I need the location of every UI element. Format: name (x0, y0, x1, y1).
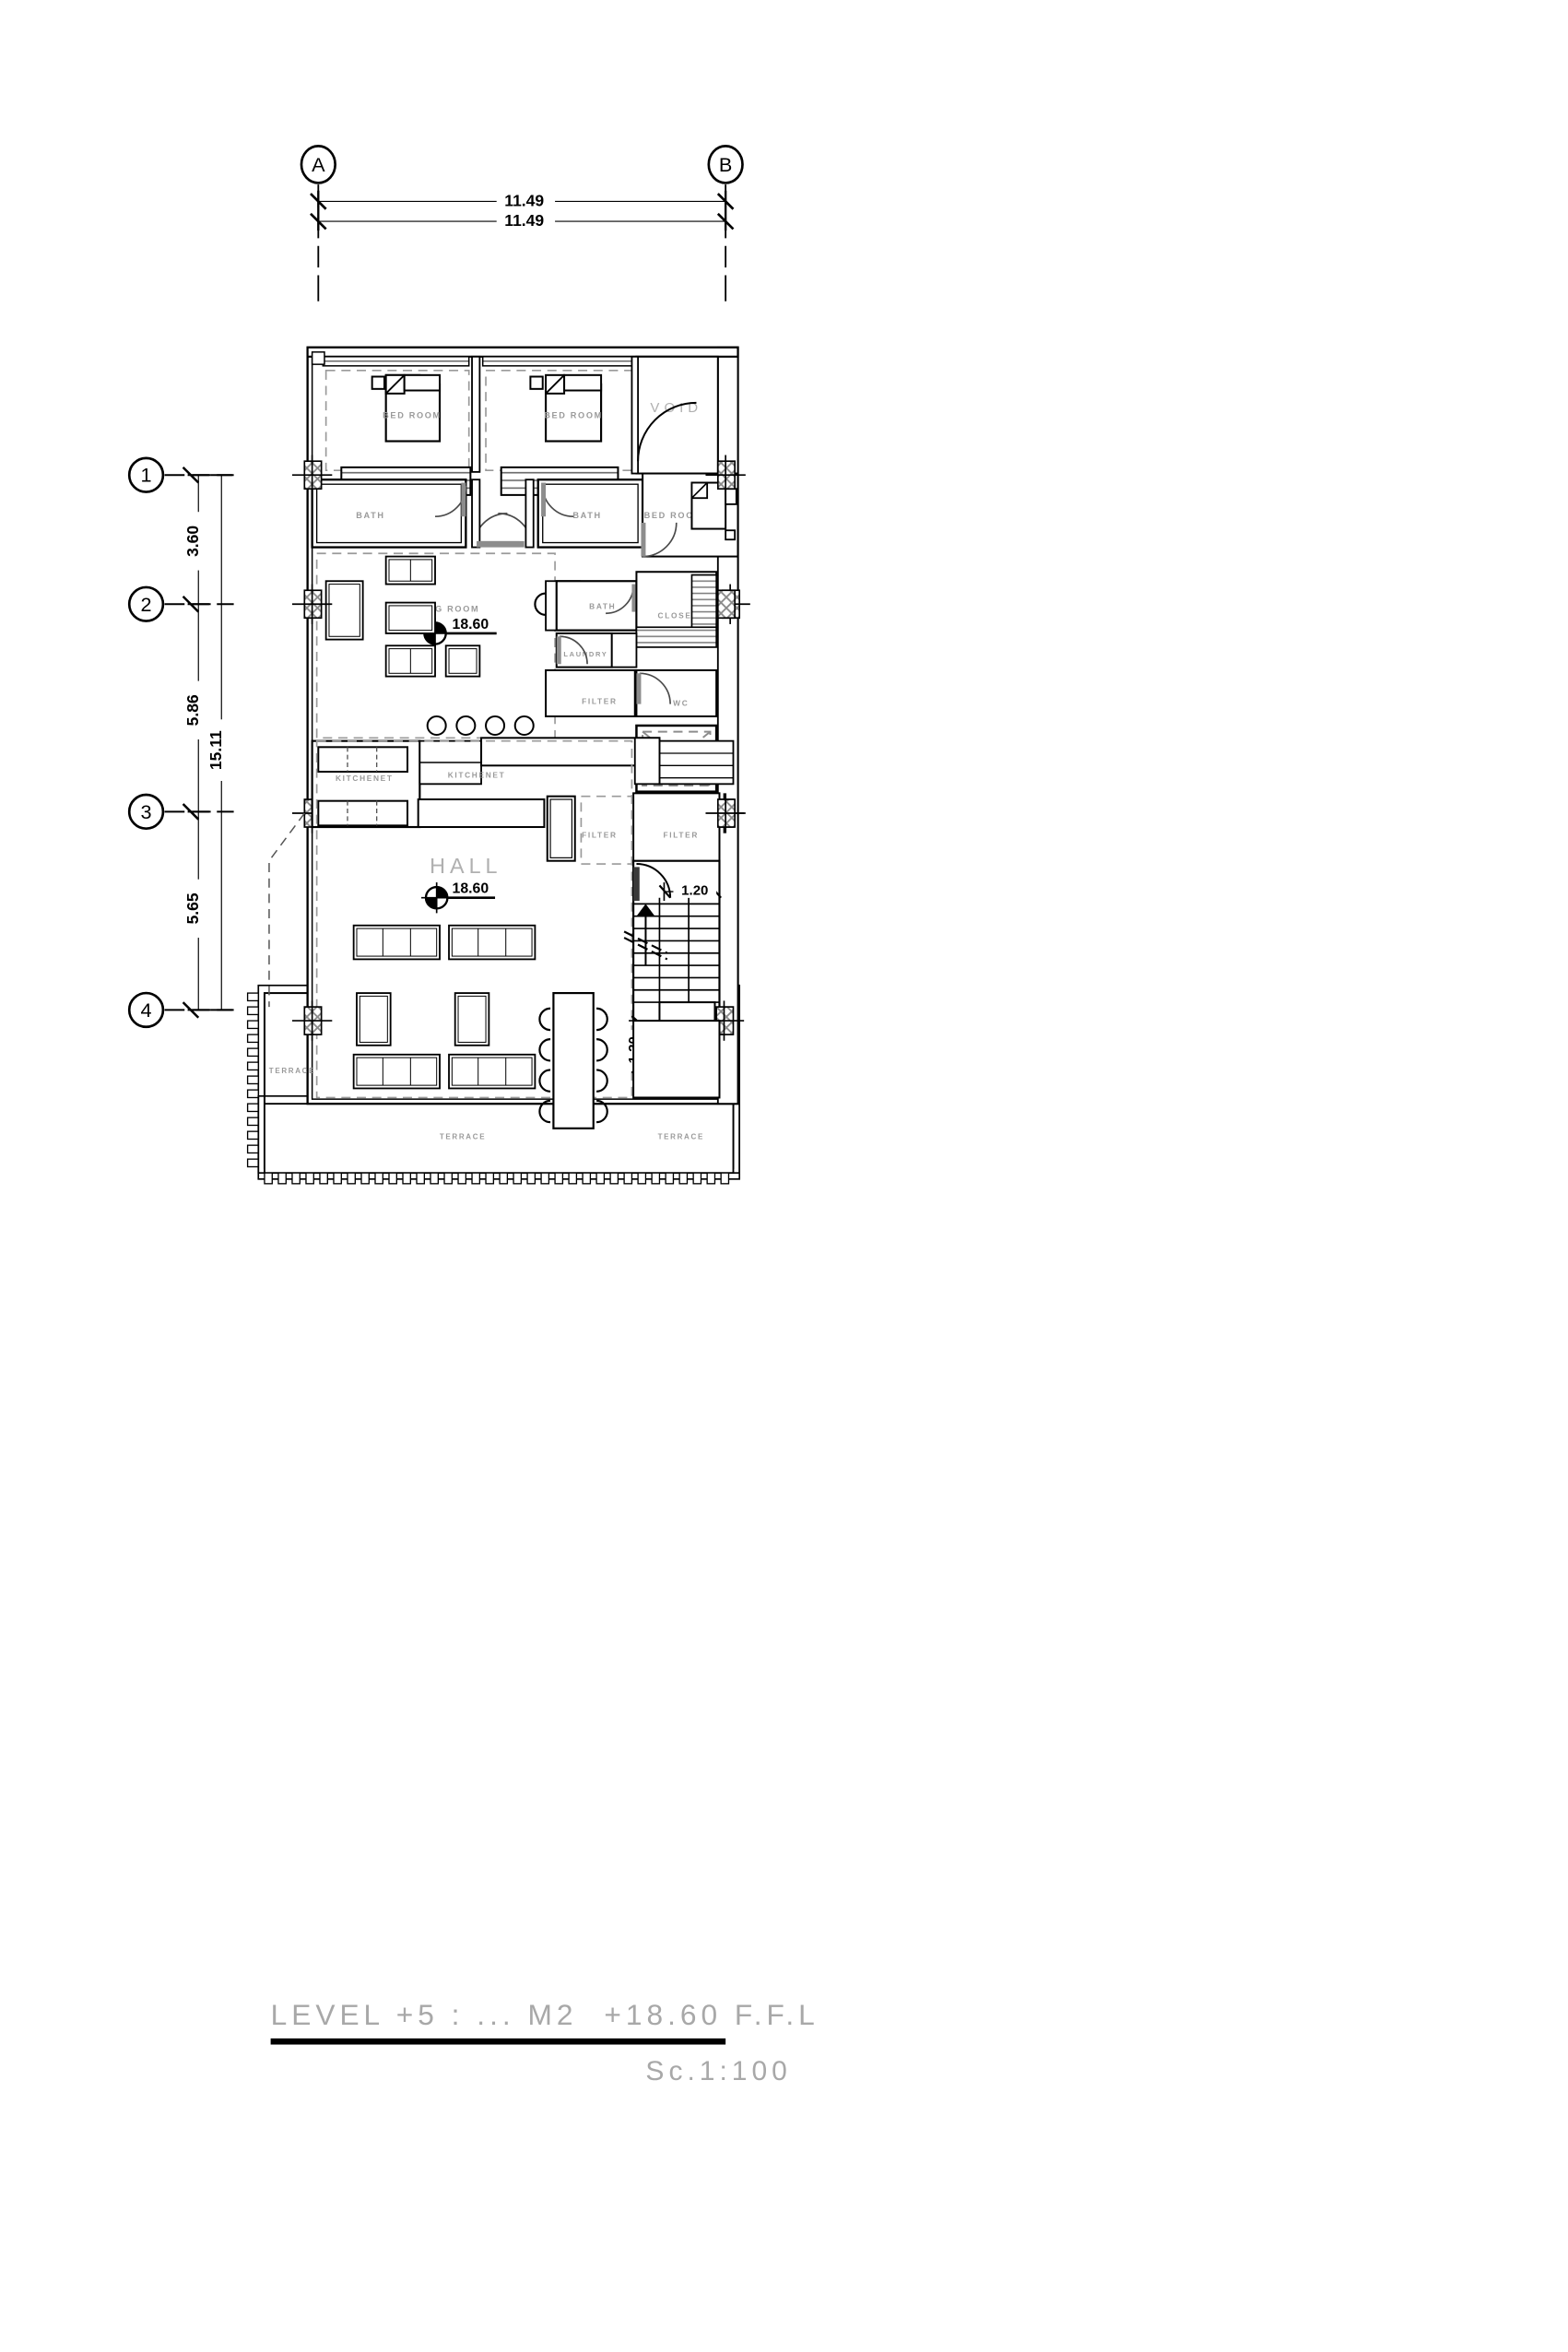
tall-cabinet (546, 795, 576, 862)
lower-right-room (632, 1020, 721, 1099)
title-block: LEVEL +5 : ... M2 +18.60 F.F.L Sc.1:100 (270, 1998, 819, 2086)
grid-bubble-2-label: 2 (141, 593, 152, 616)
staircase: 1.20 1.20 (623, 859, 745, 1083)
building-plan: BED ROOM BED ROOM VOID (246, 346, 750, 1185)
living-room-zone: LIVING ROOM 18.60 (291, 552, 750, 739)
dimension-top-2: 11.49 (310, 210, 735, 230)
title-underline (270, 2038, 726, 2045)
top-dimension-block: A B 11.49 11.49 (300, 145, 744, 301)
hall-armchair-1 (356, 992, 392, 1046)
bar-stools (426, 715, 535, 736)
room-label-kitchenet-right: KITCHENET (448, 771, 506, 780)
hall-sofa-4 (448, 1053, 536, 1090)
grid-bubble-1-label: 1 (141, 464, 152, 487)
counter-kitchenet-left-bottom (317, 799, 409, 827)
door-swing-bedroom-3 (643, 522, 678, 558)
dining-table (538, 992, 608, 1129)
terrace-leader-line (268, 812, 305, 1008)
grid-bubble-4: 4 (127, 991, 234, 1029)
hall-sofa-2 (448, 924, 536, 961)
sofa-living-mid (384, 601, 436, 634)
armchair-living (444, 644, 481, 678)
room-label-filter-lower-right: FILTER (664, 831, 700, 840)
room-label-filter-lower-left: FILTER (582, 831, 618, 840)
door-swing-void (637, 401, 697, 462)
room-label-bedroom-3: BED ROOM (644, 511, 703, 520)
room-label-terrace-center: TERRACE (440, 1132, 486, 1141)
terrace-serration-left (246, 992, 259, 1168)
door-swing-laundry (560, 635, 588, 665)
dimension-stair-width-value: 1.20 (681, 882, 708, 898)
room-label-kitchenet-left: KITCHENET (336, 774, 394, 783)
room-bedroom-3 (642, 472, 739, 558)
nightstand-3 (725, 488, 737, 505)
kitchen-zone: KITCHENET KITCHENET (311, 715, 735, 862)
island-counter (480, 737, 661, 767)
nightstand-left-1 (371, 375, 385, 390)
title-scale-label: Sc.1:100 (645, 2056, 791, 2086)
hall-island (417, 798, 546, 829)
dimension-chain-overall: 15.11 (206, 474, 234, 1011)
exterior-wall-top (306, 346, 739, 358)
room-bath-core (555, 580, 638, 632)
left-dimension-block: 1 2 3 4 (127, 456, 234, 1029)
door-swing-wc (639, 672, 671, 704)
room-bath-right (536, 479, 644, 549)
dimension-top-2-value: 11.49 (504, 211, 544, 230)
dimension-2-3-value: 5.86 (183, 694, 202, 726)
bed-1: BED ROOM (371, 373, 442, 443)
dimension-stair-width: 1.20 (658, 881, 722, 902)
room-label-bath-right: BATH (572, 511, 601, 520)
void-area: VOID (631, 355, 719, 475)
title-ffl-label: +18.60 F.F.L (604, 1998, 819, 2031)
dimension-chain-inner: 3.60 5.86 5.65 (183, 474, 211, 1011)
level-marker-hall-value: 18.60 (453, 881, 489, 897)
grid-bubble-3-label: 3 (141, 800, 152, 823)
wardrobe-closet-bottom (635, 626, 717, 648)
grid-bubble-a-label: A (312, 153, 325, 176)
grid-bubble-4-label: 4 (141, 999, 152, 1022)
dimension-1-2-value: 3.60 (183, 526, 202, 557)
room-label-bath-left: BATH (356, 511, 384, 520)
room-label-bath-core: BATH (589, 601, 616, 610)
room-label-bedroom-2: BED ROOM (544, 411, 603, 420)
room-label-closet: CLOSET (658, 610, 699, 620)
dimension-top-1: 11.49 (310, 190, 735, 231)
room-filter-core (545, 668, 636, 717)
counter-kitchenet-left-top (317, 746, 409, 773)
room-label-terrace-left: TERRACE (269, 1067, 315, 1075)
grid-bubble-3: 3 (127, 793, 234, 831)
level-marker-living-value: 18.60 (453, 617, 489, 632)
level-marker-hall[interactable]: 18.60 (421, 881, 496, 914)
terrace-lower-slab (257, 1094, 740, 1185)
double-door-center (471, 479, 535, 549)
bed-2: BED ROOM (529, 373, 603, 443)
room-bath-left (311, 479, 467, 549)
room-label-filter-core: FILTER (582, 697, 618, 706)
filter-rooms-lower: FILTER FILTER (580, 792, 721, 866)
grid-bubble-b-label: B (719, 153, 732, 176)
hall-armchair-2 (454, 992, 490, 1046)
basin-core (534, 592, 547, 617)
bed-3 (690, 481, 737, 541)
room-label-bedroom-1: BED ROOM (383, 411, 442, 420)
hall-zone: HALL 18.60 (315, 739, 633, 1129)
title-level-label: LEVEL +5 : ... M2 (271, 1998, 578, 2031)
room-label-wc: WC (673, 698, 689, 707)
room-label-hall: HALL (430, 854, 501, 878)
dimension-top-1-value: 11.49 (504, 191, 544, 209)
room-wc (635, 668, 718, 717)
bath-row: BATH BATH BED ROOM (311, 472, 739, 558)
terrace-serration-bottom (264, 1172, 730, 1185)
dimension-3-4-value: 5.65 (183, 892, 202, 924)
room-label-living-room: LIVING ROOM (406, 605, 479, 614)
room-label-terrace-right: TERRACE (658, 1132, 704, 1141)
dimension-overall-value: 15.11 (206, 730, 225, 770)
hall-sofa-3 (352, 1053, 441, 1090)
shelf-unit-living (324, 580, 364, 641)
hall-sofa-1 (352, 924, 441, 961)
nightstand-left-2 (529, 375, 544, 390)
